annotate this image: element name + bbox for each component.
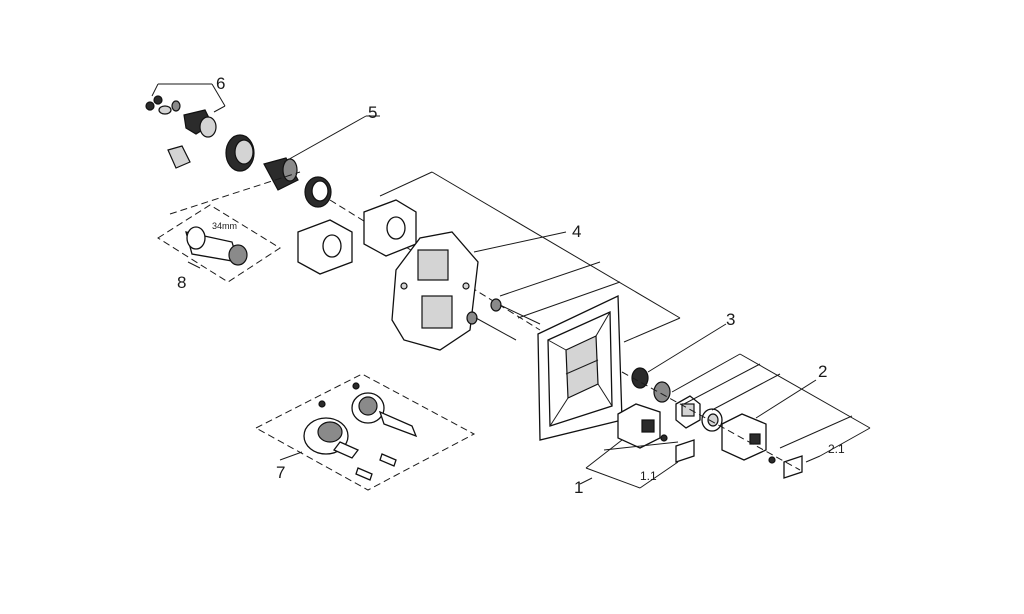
label-8: 8	[177, 273, 186, 292]
part-5-valve	[263, 157, 332, 208]
part-3-adapter	[631, 367, 671, 403]
handle-2	[721, 413, 776, 464]
part-6-spindle-parts	[145, 95, 217, 138]
square-sleeve	[675, 395, 701, 429]
label-4: 4	[572, 222, 581, 241]
label-5: 5	[368, 103, 377, 122]
label-1-1: 1.1	[640, 469, 657, 483]
part-4-screws	[466, 298, 541, 341]
part-4-mounting-frame	[391, 231, 479, 351]
label-3: 3	[726, 310, 735, 329]
part-1-callout: 1 1.1	[574, 439, 679, 497]
part-5-callout: 5	[283, 103, 380, 163]
part-4-foam-blocks	[297, 199, 417, 275]
cap-1-1	[675, 439, 695, 463]
part-7-spare-parts: 7	[254, 373, 476, 491]
part-8-cartridge-body	[167, 134, 255, 172]
handle-1	[617, 403, 668, 449]
label-2: 2	[818, 362, 827, 381]
part-3-callout: 3	[647, 310, 735, 373]
round-ring	[701, 408, 723, 432]
label-7: 7	[276, 463, 285, 482]
cover-plate	[537, 294, 623, 441]
label-2-1: 2.1	[828, 442, 845, 456]
label-6: 6	[216, 74, 225, 93]
cap-2-1	[783, 455, 803, 479]
label-1: 1	[574, 478, 583, 497]
part-2-callout: 2 2.1	[671, 353, 871, 463]
tool-dimension-label: 34mm	[212, 221, 237, 231]
part-4-callout: 4	[379, 171, 681, 343]
part-8-tool-panel: 34mm 8	[157, 204, 281, 292]
part-6-callout: 6	[151, 74, 225, 113]
